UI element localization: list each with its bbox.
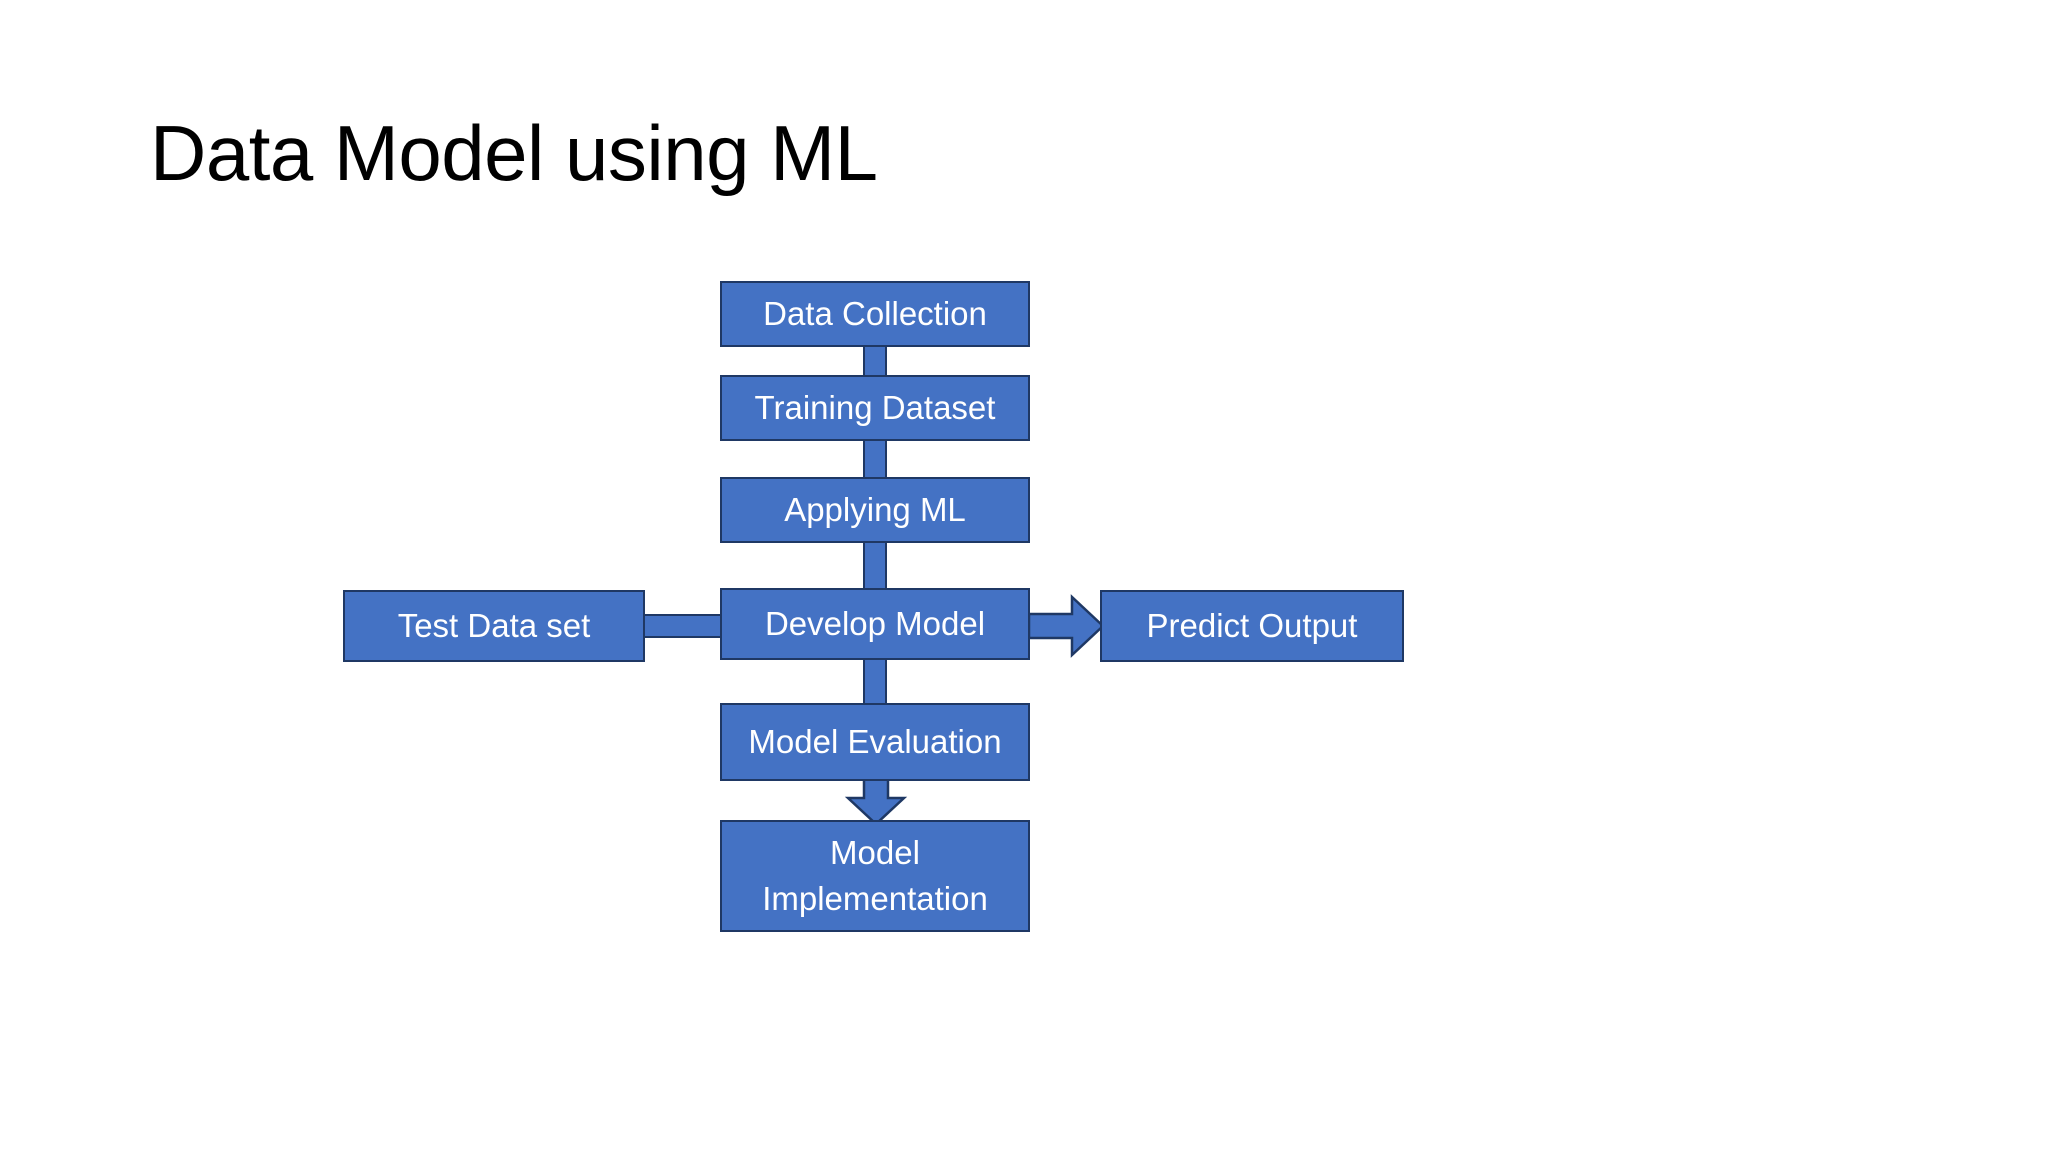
connector-collection-to-training [863, 345, 887, 377]
node-develop-model[interactable]: Develop Model [720, 588, 1030, 660]
node-model-evaluation-label: Model Evaluation [748, 723, 1002, 760]
node-test-data-set-label: Test Data set [397, 607, 591, 644]
node-develop-model-label: Develop Model [764, 605, 986, 642]
page-title: Data Model using ML [150, 109, 878, 197]
connector-applying-to-develop [863, 541, 887, 590]
node-applying-ml-label: Applying ML [784, 491, 966, 528]
node-training-dataset-label: Training Dataset [754, 389, 996, 426]
node-data-collection[interactable]: Data Collection [720, 281, 1030, 347]
connector-training-to-applying [863, 439, 887, 479]
arrow-right-icon [1028, 586, 1104, 666]
node-test-data-set[interactable]: Test Data set [343, 590, 645, 662]
node-applying-ml[interactable]: Applying ML [720, 477, 1030, 543]
node-model-implementation-label-line1: Model [830, 834, 920, 871]
node-model-implementation[interactable]: Model Implementation [720, 820, 1030, 932]
node-model-implementation-label-line2: Implementation [762, 880, 988, 917]
node-model-evaluation[interactable]: Model Evaluation [720, 703, 1030, 781]
node-training-dataset[interactable]: Training Dataset [720, 375, 1030, 441]
arrow-down-icon [836, 778, 916, 826]
node-data-collection-label: Data Collection [763, 295, 987, 332]
node-model-implementation-label: Model Implementation [762, 830, 988, 922]
node-predict-output[interactable]: Predict Output [1100, 590, 1404, 662]
node-predict-output-label: Predict Output [1146, 607, 1358, 644]
connector-develop-to-evaluation [863, 658, 887, 705]
connector-testdata-to-develop [643, 614, 722, 638]
